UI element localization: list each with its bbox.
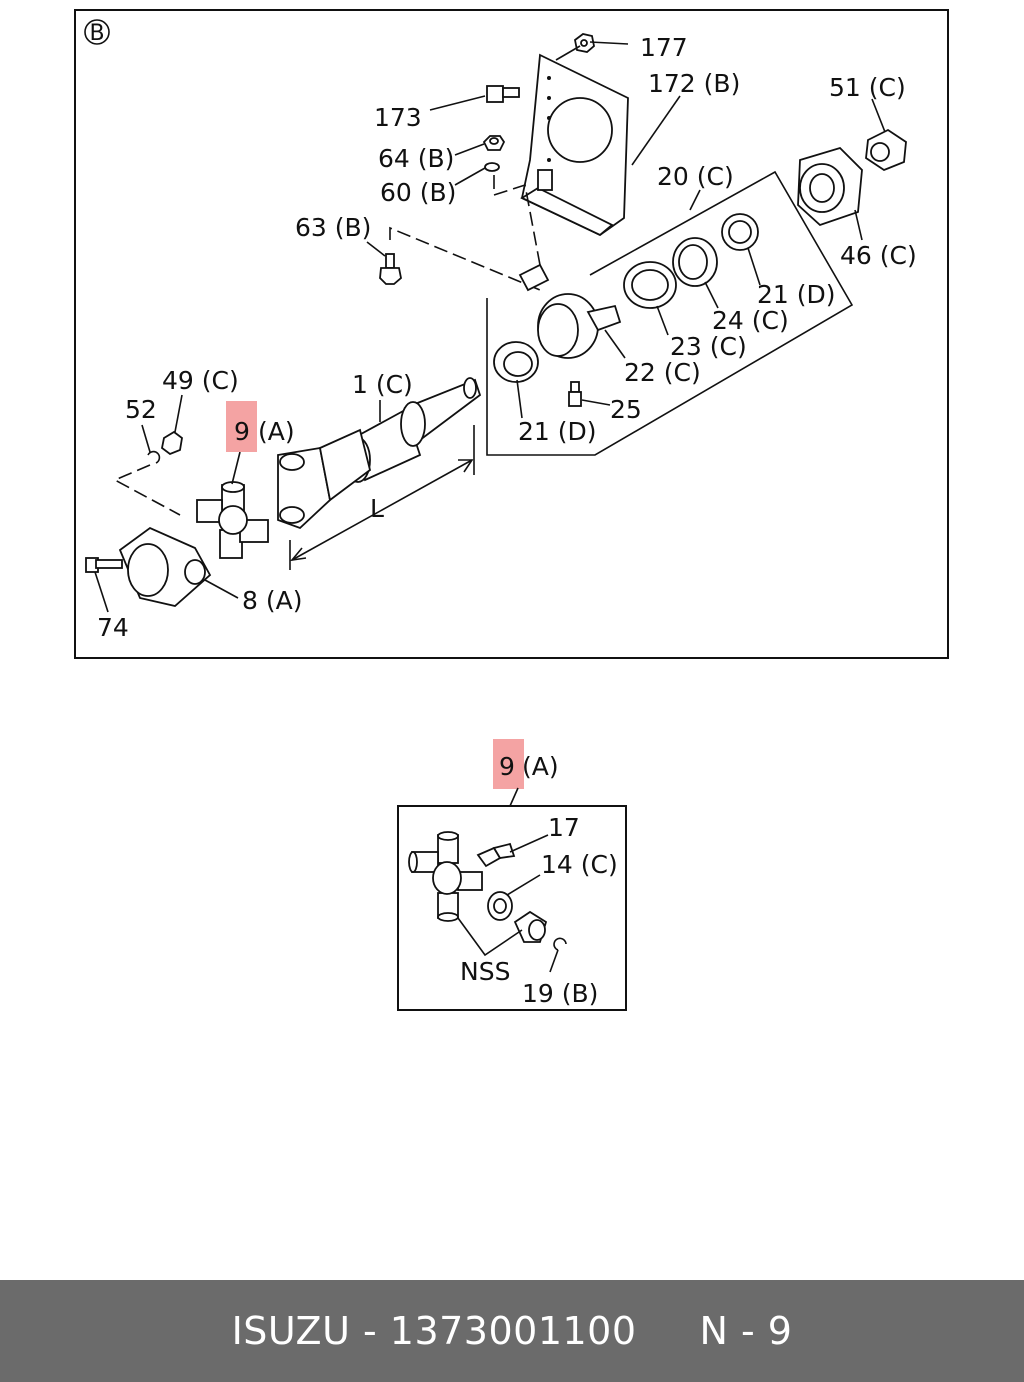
- label-8a: 8 (A): [242, 586, 302, 615]
- label-173: 173: [374, 103, 422, 132]
- label-52: 52: [125, 395, 157, 424]
- group-20-outline: [486, 170, 854, 456]
- footer-separator: -: [350, 1309, 390, 1353]
- label-9-suffix-bottom: (A): [522, 752, 559, 781]
- guide-line-60: [493, 175, 541, 266]
- washer-60-drawing: [484, 162, 500, 172]
- grease-nipple-17-drawing: [476, 842, 516, 868]
- nut-49-drawing: [161, 430, 183, 456]
- nut-64-drawing: [482, 135, 506, 151]
- bolt-173-drawing: [486, 85, 520, 103]
- nut-51-drawing: [865, 128, 907, 172]
- label-14c: 14 (C): [541, 850, 618, 879]
- label-9-number-bottom: 9: [499, 752, 515, 781]
- dimension-L-drawing: [289, 425, 475, 570]
- label-21d-left: 21 (D): [518, 417, 597, 446]
- flange-46-drawing: [797, 146, 863, 227]
- label-49c: 49 (C): [162, 366, 239, 395]
- bottom-diagram-frame: [397, 805, 627, 1011]
- bearing-23-drawing: [623, 261, 677, 309]
- label-46c: 46 (C): [840, 241, 917, 270]
- bracket-172-drawing: [520, 53, 629, 237]
- guide-line-63: [389, 226, 541, 291]
- label-1c: 1 (C): [352, 370, 413, 399]
- label-23c: 23 (C): [670, 332, 747, 361]
- label-22c: 22 (C): [624, 358, 701, 387]
- label-63b: 63 (B): [295, 213, 371, 242]
- nut-177-drawing: [574, 33, 595, 53]
- grease-nipple-25-drawing: [568, 381, 582, 407]
- label-64b: 64 (B): [378, 144, 454, 173]
- section-marker: B: [89, 21, 104, 46]
- leader-lines-bottom: [457, 834, 559, 973]
- label-177: 177: [640, 33, 688, 62]
- guide-line-52: [113, 464, 181, 516]
- seal-21d-left-drawing: [493, 341, 539, 383]
- label-9-number-top: 9: [234, 417, 250, 446]
- clip-52-drawing: [147, 450, 161, 464]
- label-74: 74: [97, 613, 129, 642]
- label-17: 17: [548, 813, 580, 842]
- snap-ring-19-drawing: [553, 937, 567, 951]
- seal-14-drawing: [487, 891, 513, 921]
- bolt-74-drawing: [85, 557, 123, 573]
- seal-21d-right-drawing: [721, 213, 759, 251]
- label-24c: 24 (C): [712, 306, 789, 335]
- sleeve-24-drawing: [672, 237, 718, 287]
- bolt-63-drawing: [379, 253, 402, 285]
- universal-joint-9-drawing: [196, 481, 269, 559]
- leader-lines-top: [94, 41, 886, 613]
- footer-part-number: 1373001100: [389, 1309, 637, 1353]
- footer-brand: ISUZU: [231, 1309, 351, 1353]
- label-172b: 172 (B): [648, 69, 740, 98]
- highlight-9a-top: [226, 401, 257, 452]
- top-diagram-frame: [74, 9, 949, 659]
- label-21d-right: 21 (D): [757, 280, 836, 309]
- footer-banner: ISUZU - 1373001100 N - 9: [0, 1280, 1024, 1382]
- label-20c: 20 (C): [657, 162, 734, 191]
- spider-assembly-drawing: [408, 831, 483, 922]
- footer-page-ref: N - 9: [699, 1309, 793, 1353]
- yoke-drawing: [277, 428, 372, 530]
- center-bearing-22-drawing: [518, 263, 622, 359]
- footer-gap: [637, 1309, 700, 1353]
- label-dimension-L: L: [370, 494, 384, 523]
- label-25: 25: [610, 395, 642, 424]
- label-19b: 19 (B): [522, 979, 598, 1008]
- label-60b: 60 (B): [380, 178, 456, 207]
- bearing-cup-drawing: [513, 910, 548, 943]
- label-51c: 51 (C): [829, 73, 906, 102]
- flange-8-drawing: [118, 526, 212, 607]
- label-9-suffix-top: (A): [258, 417, 295, 446]
- section-marker-circle: [84, 19, 110, 45]
- highlight-9a-bottom: [493, 739, 524, 789]
- exploded-parts-diagram: B: [74, 9, 949, 1011]
- leader-9a-bottom: [509, 787, 519, 807]
- label-nss: NSS: [460, 957, 510, 986]
